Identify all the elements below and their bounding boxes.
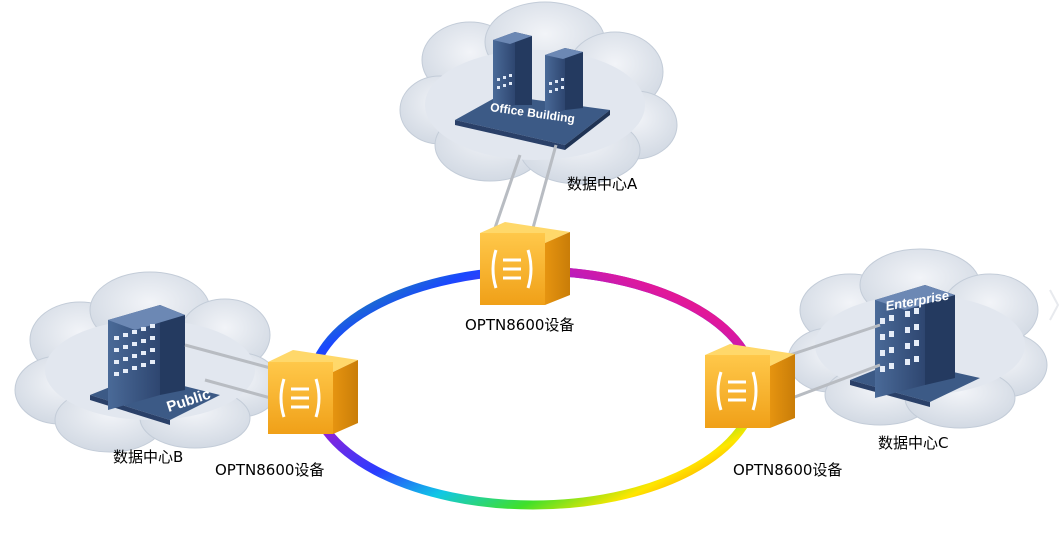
enterprise-building-c-icon: Enterprise: [850, 285, 980, 407]
device-left-label: OPTN8600设备: [215, 461, 325, 479]
office-building-a-icon: Office Building: [455, 32, 610, 150]
optn-device-top-icon: [480, 222, 570, 305]
public-building-b-icon: Public: [90, 305, 220, 425]
optn-device-left-icon: [268, 350, 358, 434]
device-top-label: OPTN8600设备: [465, 316, 575, 334]
cloud-data-center-a: [399, 1, 678, 185]
chevron-right-icon: [1049, 289, 1060, 321]
device-right-label: OPTN8600设备: [733, 461, 843, 479]
site-b-label: 数据中心B: [113, 448, 184, 466]
optical-ring: [306, 266, 760, 510]
site-c-label: 数据中心C: [878, 434, 949, 452]
optn-device-right-icon: [705, 344, 795, 428]
site-a-label: 数据中心A: [567, 175, 638, 193]
